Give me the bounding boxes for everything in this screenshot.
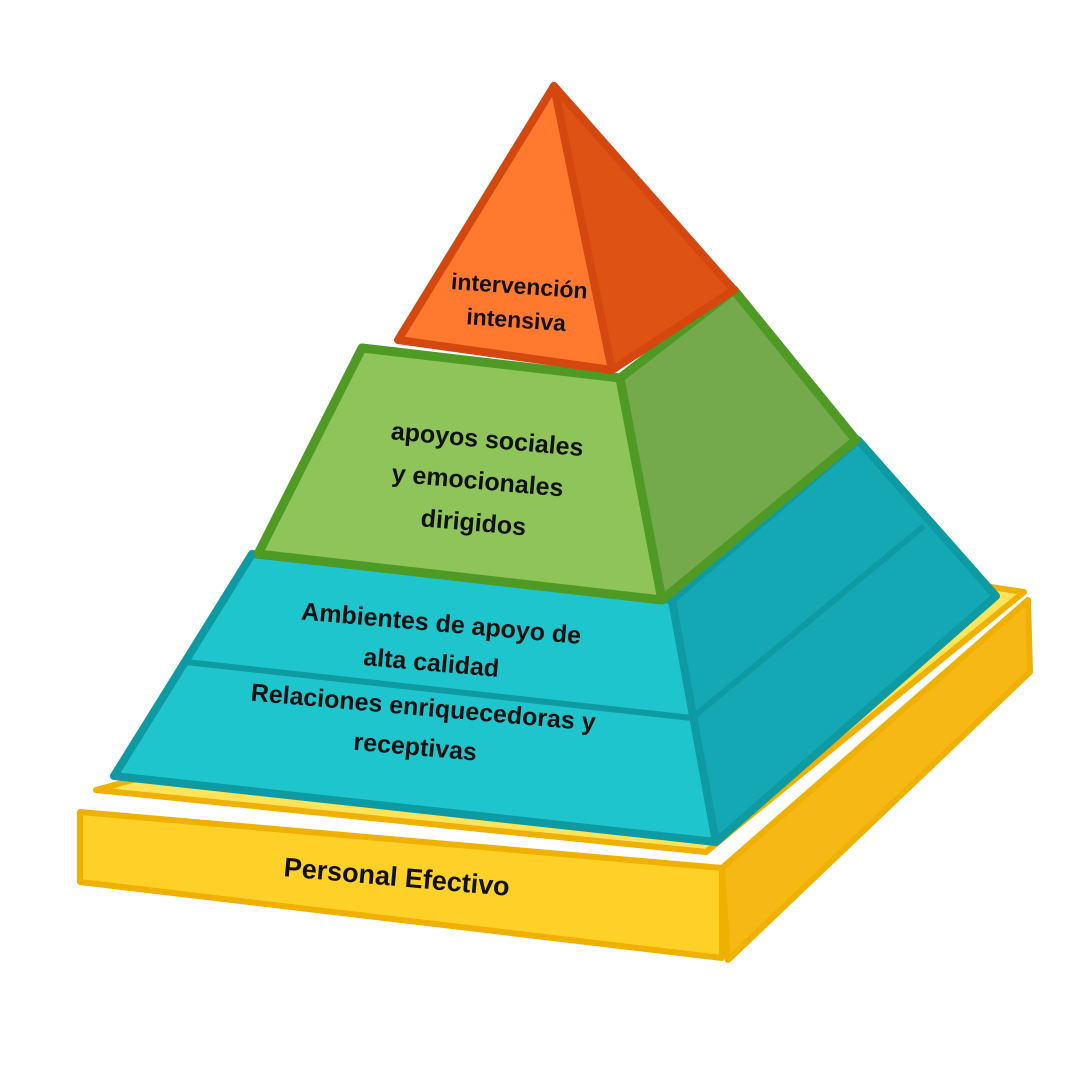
base-side-face [719, 597, 1033, 963]
base-front-face [77, 809, 725, 961]
orange-side-face [550, 82, 738, 374]
tier-green [253, 285, 861, 605]
blue-band-divider-front [185, 659, 693, 721]
blue-band-divider-side [690, 523, 926, 721]
tier-orange [394, 82, 738, 374]
